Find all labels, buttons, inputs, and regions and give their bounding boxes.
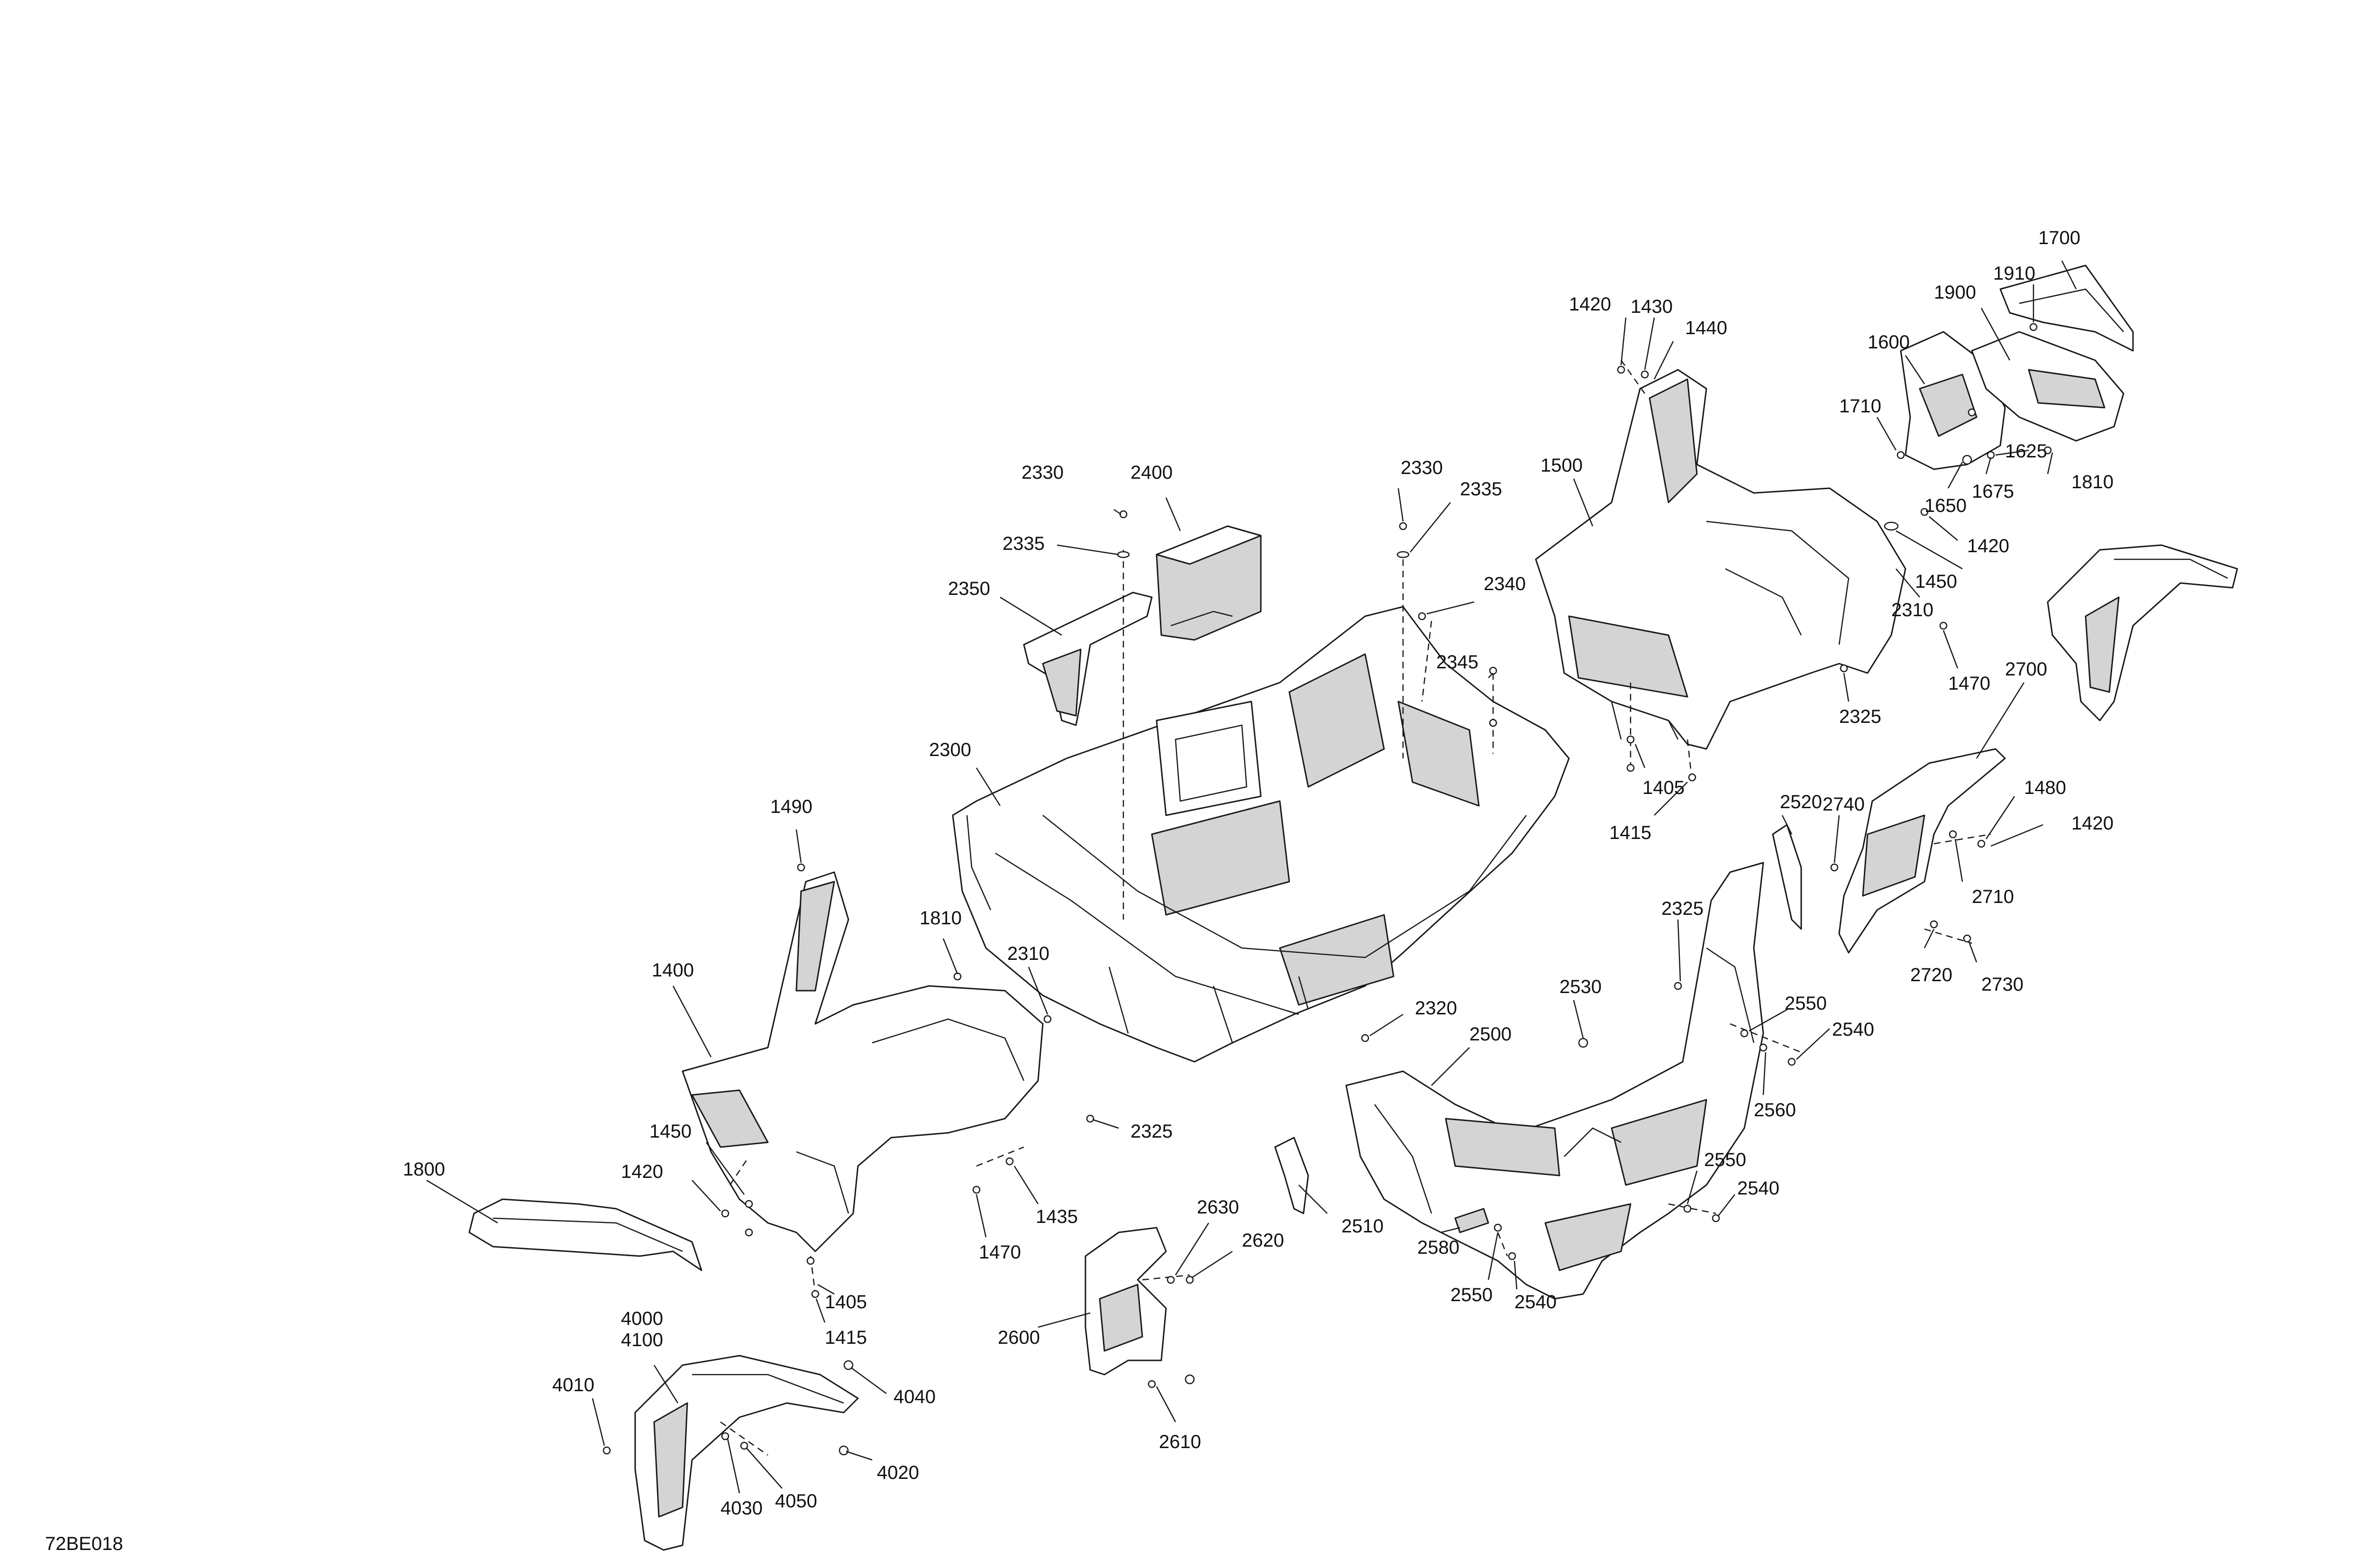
callout-label: 2300: [929, 739, 971, 760]
callout-label: 4030: [720, 1498, 763, 1519]
callout-label: 1810: [2071, 472, 2114, 492]
callout-labels: 1700 1910 1900 1600 1710 1625 1810 1650 …: [403, 228, 2114, 1519]
callout-label: 1810: [920, 908, 962, 929]
part-cargo-box: [952, 606, 1570, 1063]
callout-label: 2530: [1559, 976, 1602, 997]
callout-label: 2310: [1007, 943, 1049, 964]
callout-label: 1405: [825, 1292, 867, 1313]
callout-label: 1600: [1868, 332, 1910, 353]
part-extension-right: [2047, 544, 2238, 721]
callout-label: 4010: [552, 1375, 594, 1395]
part-bracket-4000: [634, 1355, 859, 1551]
callout-label: 1420: [1569, 294, 1611, 315]
callout-label: 1420: [1967, 536, 2009, 556]
callout-label: 2330: [1401, 457, 1443, 478]
callout-label: 2330: [1021, 462, 1064, 483]
callout-label: 2630: [1197, 1197, 1239, 1218]
callout-label: 1400: [652, 960, 694, 981]
callout-label: 2540: [1832, 1019, 1874, 1040]
part-decal-2510: [1274, 1137, 1309, 1214]
callout-label: 1450: [649, 1121, 692, 1142]
callout-label: 2325: [1661, 898, 1704, 919]
callout-label: 1490: [770, 796, 812, 817]
callout-label: 1470: [979, 1242, 1021, 1263]
callout-label: 2325: [1839, 706, 1881, 727]
callout-label: 1470: [1948, 673, 1990, 694]
callout-label: 4020: [877, 1462, 919, 1483]
diagram-code: 72BE018: [45, 1533, 123, 1554]
callout-label: 2710: [1972, 886, 2014, 907]
callout-label: 2325: [1130, 1121, 1173, 1142]
callout-label: 2620: [1242, 1230, 1284, 1251]
callout-label: 2550: [1785, 993, 1827, 1014]
callout-label: 1405: [1642, 777, 1685, 798]
callout-label: 2335: [1460, 479, 1502, 500]
callout-label: 4040: [893, 1386, 936, 1407]
callout-label: 2540: [1737, 1178, 1779, 1199]
callout-label: 4000: [621, 1308, 663, 1329]
leader-lines: [426, 260, 2077, 1494]
callout-label: 2540: [1514, 1292, 1557, 1313]
callout-label: 1650: [1924, 495, 1967, 516]
callout-label: 1415: [1609, 822, 1651, 843]
callout-label: 1625: [2005, 441, 2047, 462]
callout-label: 2550: [1704, 1149, 1746, 1170]
part-extension-left: [468, 1198, 702, 1271]
callout-label: 2510: [1341, 1216, 1384, 1237]
callout-label: 1900: [1934, 282, 1976, 303]
callout-label: 2730: [1981, 974, 2024, 995]
callout-label: 2550: [1450, 1285, 1493, 1305]
callout-label: 4050: [775, 1491, 817, 1512]
callout-label: 2335: [1003, 533, 1045, 554]
callout-label: 2580: [1417, 1237, 1459, 1258]
callout-label: 1435: [1036, 1206, 1078, 1227]
callout-label: 1420: [621, 1161, 663, 1182]
callout-label: 2400: [1130, 462, 1173, 483]
callout-label: 2350: [948, 578, 990, 599]
callout-label: 2310: [1891, 600, 1933, 620]
part-mudguard-2600: [1085, 1227, 1167, 1376]
callout-label: 2610: [1159, 1431, 1201, 1452]
callout-label: 1450: [1915, 571, 1957, 592]
callout-label: 2500: [1469, 1024, 1512, 1045]
callout-label: 2320: [1415, 998, 1457, 1019]
callout-label: 1430: [1631, 296, 1673, 317]
callout-label: 2340: [1484, 574, 1526, 594]
callout-label: 1440: [1685, 318, 1727, 338]
part-storage-lid: [1156, 525, 1262, 641]
part-fender-1500: [1535, 369, 1906, 750]
callout-label: 1415: [825, 1327, 867, 1348]
callout-label: 4100: [621, 1330, 663, 1350]
callout-label: 1675: [1972, 481, 2014, 502]
callout-label: 1800: [403, 1159, 445, 1180]
part-side-panel-2700: [1838, 748, 2006, 954]
part-decal-2520: [1772, 824, 1802, 930]
callout-label: 1910: [1993, 263, 2035, 284]
callout-label: 1710: [1839, 396, 1881, 417]
callout-label: 1420: [2071, 813, 2114, 834]
callout-label: 2560: [1754, 1100, 1796, 1121]
callout-label: 1500: [1540, 455, 1583, 476]
callout-label: 2740: [1823, 794, 1865, 815]
callout-label: 1700: [2038, 228, 2080, 248]
callout-label: 2700: [2005, 659, 2047, 680]
callout-label: 2600: [998, 1327, 1040, 1348]
fasteners: [602, 323, 2052, 1456]
callout-label: 1480: [2024, 777, 2066, 798]
callout-label: 2720: [1910, 965, 1952, 985]
part-cover-2350: [1023, 592, 1153, 726]
callout-label: 2345: [1436, 652, 1478, 673]
callout-label: 2520: [1780, 792, 1822, 812]
part-rear-frame-2500: [1345, 862, 1764, 1300]
part-fender-1400: [682, 871, 1044, 1252]
